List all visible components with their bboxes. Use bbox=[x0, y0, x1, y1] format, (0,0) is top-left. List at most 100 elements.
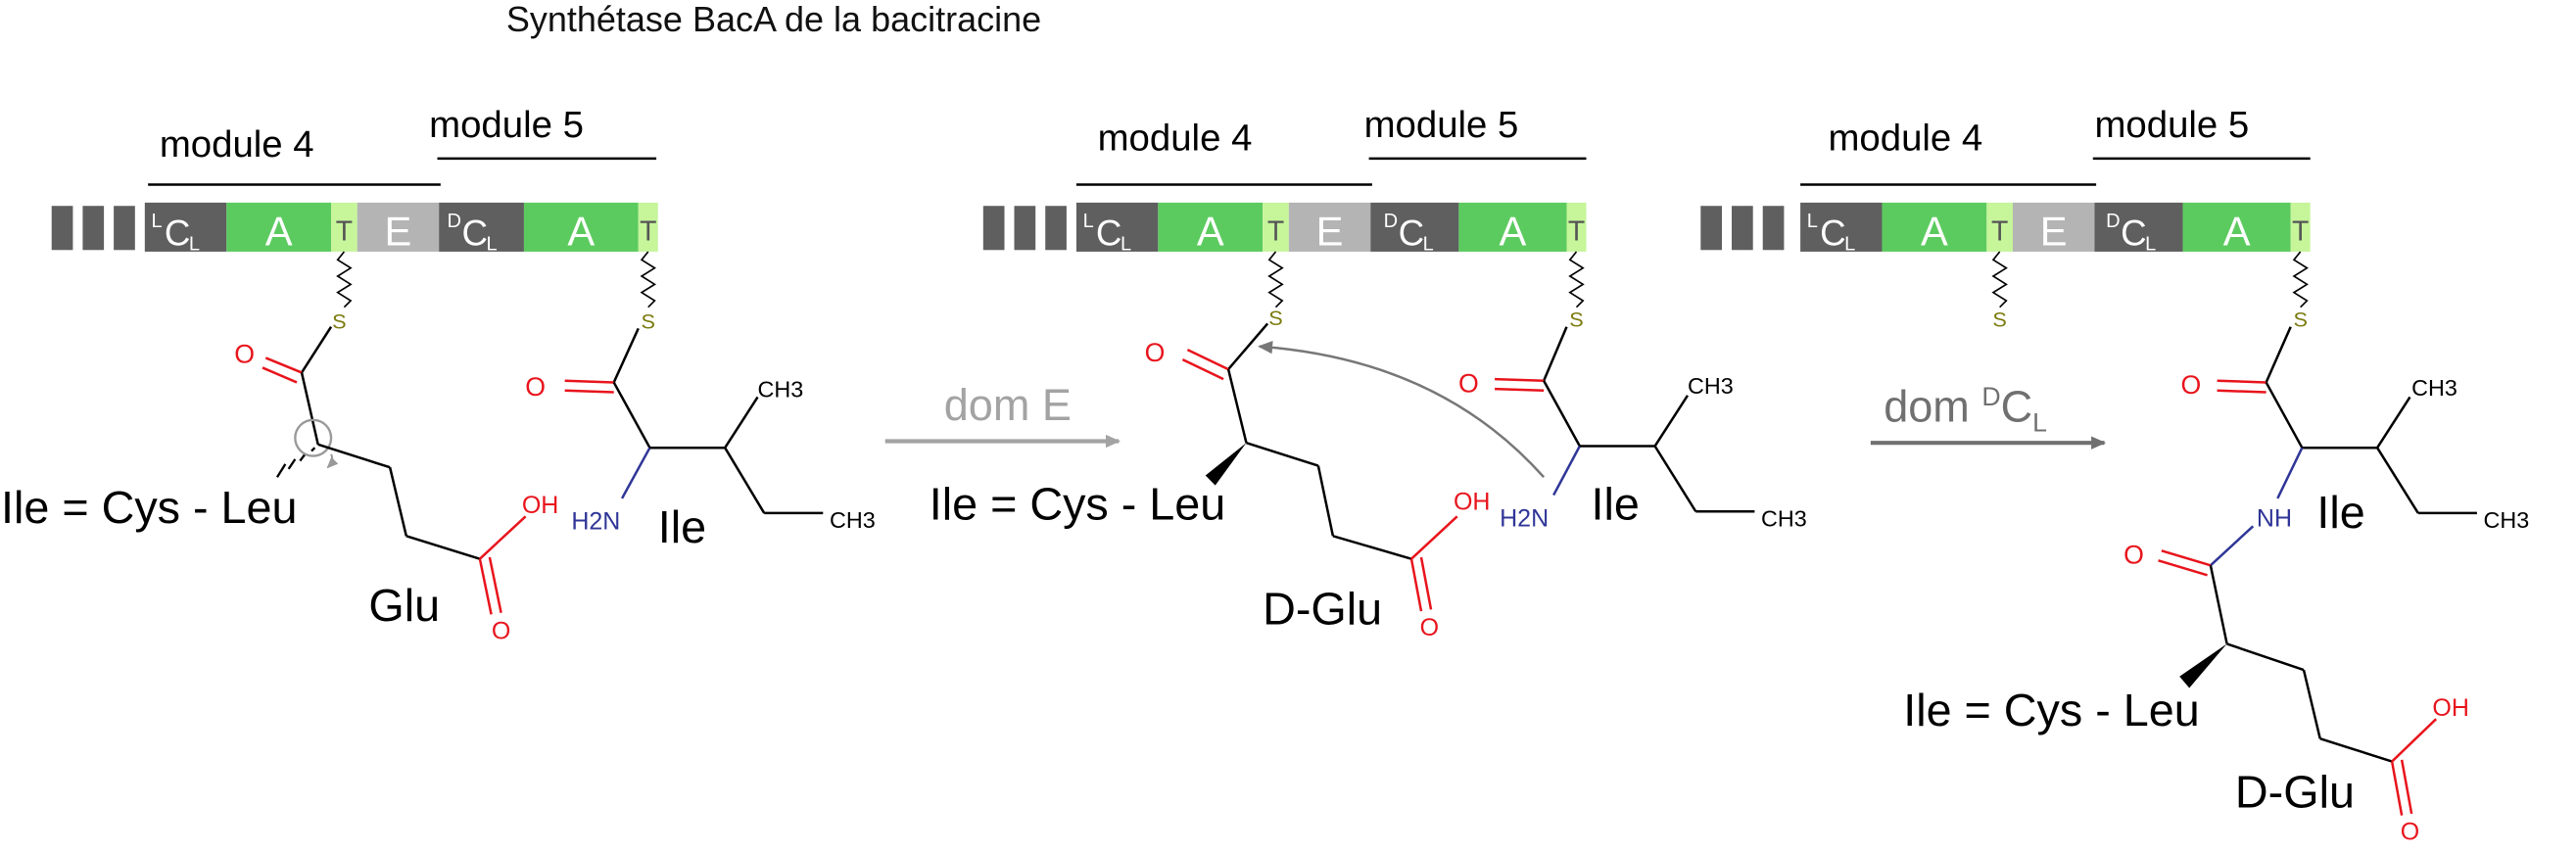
module-5-label: module 5 bbox=[429, 104, 584, 146]
oxygen-atom: O bbox=[2123, 541, 2144, 570]
ile-label: Ile bbox=[658, 501, 706, 552]
oxygen-atom: O bbox=[1458, 368, 1479, 398]
hydroxyl-group: OH bbox=[522, 492, 559, 519]
chain-label: Ile = Cys - Leu bbox=[1, 482, 298, 533]
step-2-arrow: dom DCL bbox=[1870, 381, 2107, 450]
domain-c1-label: C bbox=[1096, 213, 1122, 253]
hydroxyl-group: OH bbox=[2432, 694, 2469, 722]
sulfur-atom: S bbox=[642, 308, 655, 333]
domain-a1-label: A bbox=[265, 208, 293, 254]
d-glu-label: D-Glu bbox=[2235, 766, 2355, 817]
chain-label: Ile = Cys - Leu bbox=[930, 479, 1226, 530]
module-4-label: module 4 bbox=[160, 123, 314, 166]
domain-c2-label: C bbox=[2121, 213, 2147, 253]
domain-t bbox=[331, 202, 358, 252]
sulfur-atom: S bbox=[2293, 308, 2307, 332]
domain-t2-label: T bbox=[2292, 215, 2309, 247]
sulfur-atom: S bbox=[1268, 306, 1282, 330]
domain-e-label: E bbox=[1316, 208, 1344, 254]
domain-c1-label: C bbox=[1820, 213, 1846, 253]
truncation-block bbox=[82, 206, 105, 251]
chain-label: Ile = Cys - Leu bbox=[1903, 685, 2200, 735]
domain-e bbox=[357, 202, 440, 252]
truncation-block bbox=[982, 206, 1005, 251]
oxygen-atom: O bbox=[2181, 370, 2202, 400]
step-2-sub: L bbox=[2032, 408, 2047, 438]
panel-3: module 4 module 5 L C L A T E D C L A T … bbox=[1700, 104, 2530, 846]
d-glu-label: D-Glu bbox=[1263, 583, 1382, 634]
domain-a bbox=[226, 202, 332, 252]
domain-c1-sup: L bbox=[152, 211, 163, 232]
domain-t bbox=[1566, 202, 1587, 252]
domain-a1-label: A bbox=[1197, 208, 1224, 254]
domain-c1-sub: L bbox=[1121, 233, 1131, 255]
step-1-label: dom E bbox=[944, 380, 1072, 430]
truncation-block bbox=[51, 206, 73, 251]
methyl-group: CH3 bbox=[1688, 373, 1734, 399]
domain-c-d bbox=[439, 202, 524, 252]
ile-label: Ile bbox=[1592, 479, 1640, 530]
domain-a bbox=[1158, 202, 1264, 252]
domain-a bbox=[2182, 202, 2291, 252]
domain-a2-label: A bbox=[1500, 208, 1527, 254]
domain-c2-label: C bbox=[1399, 213, 1425, 253]
domain-c1-sup: L bbox=[1083, 211, 1094, 232]
truncation-block bbox=[114, 206, 135, 251]
amide-nh: NH bbox=[2257, 504, 2292, 532]
methyl-group: CH3 bbox=[758, 376, 804, 402]
methyl-group: CH3 bbox=[2484, 507, 2530, 533]
step-1-arrow: dom E bbox=[884, 380, 1121, 449]
domain-e bbox=[1288, 202, 1371, 252]
oxygen-atom: O bbox=[1420, 614, 1439, 641]
domain-a bbox=[523, 202, 639, 252]
module-4-label: module 4 bbox=[1098, 118, 1253, 160]
truncation-block bbox=[1732, 206, 1753, 251]
step-2-label: dom DCL bbox=[1884, 381, 2047, 437]
truncation-block bbox=[1700, 206, 1723, 251]
domain-c-l bbox=[1075, 202, 1159, 252]
sulfur-atom: S bbox=[1569, 308, 1583, 332]
domain-e bbox=[2013, 202, 2095, 252]
domain-c2-sub: L bbox=[2145, 233, 2156, 255]
truncation-block bbox=[1014, 206, 1036, 251]
domain-t1-label: T bbox=[1991, 215, 2008, 247]
oxygen-atom: O bbox=[492, 617, 510, 644]
domain-a2-label: A bbox=[567, 208, 595, 254]
domain-t2-label: T bbox=[1568, 215, 1585, 247]
diagram-title: Synthétase BacA de la bacitracine bbox=[505, 0, 1042, 39]
domain-e-label: E bbox=[385, 208, 412, 254]
domain-c2-sub: L bbox=[1423, 233, 1434, 255]
sulfur-atom: S bbox=[1992, 308, 2006, 332]
domain-c2-label: C bbox=[462, 213, 489, 253]
ile-label: Ile bbox=[2316, 487, 2364, 538]
methyl-group: CH3 bbox=[1761, 505, 1807, 531]
hydroxyl-group: OH bbox=[1454, 489, 1491, 516]
glu-label: Glu bbox=[368, 580, 440, 631]
oxygen-atom: O bbox=[2401, 819, 2419, 846]
domain-c2-sup: D bbox=[2106, 211, 2120, 232]
domain-a bbox=[1458, 202, 1567, 252]
amine-group: H2N bbox=[1500, 504, 1549, 532]
domain-c2-sub: L bbox=[487, 233, 498, 255]
domain-c1-sub: L bbox=[1844, 233, 1855, 255]
methyl-group: CH3 bbox=[830, 507, 876, 533]
panel-2: module 4 module 5 L C L A T E D C L A T … bbox=[930, 104, 1807, 641]
domain-c-l bbox=[1800, 202, 1883, 252]
truncation-block bbox=[1762, 206, 1785, 251]
domain-c1-sub: L bbox=[189, 233, 200, 255]
domain-c-d bbox=[2094, 202, 2183, 252]
sulfur-atom: S bbox=[332, 308, 346, 333]
domain-c1-label: C bbox=[165, 213, 191, 253]
truncation-block bbox=[1045, 206, 1067, 251]
domain-t2-label: T bbox=[640, 215, 656, 247]
domain-t bbox=[1263, 202, 1289, 252]
domain-t bbox=[2290, 202, 2311, 252]
domain-t1-label: T bbox=[336, 215, 353, 247]
methyl-group: CH3 bbox=[2411, 375, 2457, 401]
step-2-main: C bbox=[2001, 381, 2033, 431]
domain-a2-label: A bbox=[2223, 208, 2251, 254]
domain-t bbox=[1986, 202, 2014, 252]
domain-t bbox=[638, 202, 658, 252]
domain-e-label: E bbox=[2040, 208, 2068, 254]
